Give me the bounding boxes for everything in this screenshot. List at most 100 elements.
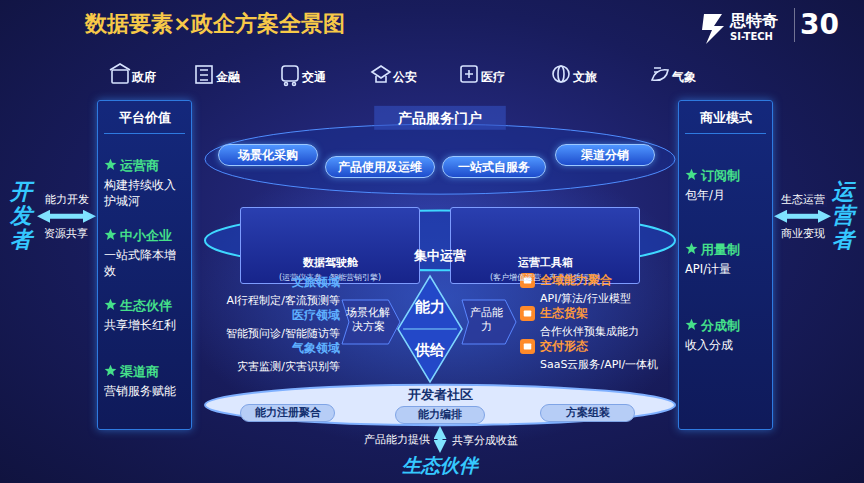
node-heading: 分成制 [685,317,768,335]
node-heading: 运营工具箱 [451,211,639,270]
node-heading: 场景化采购 [219,145,317,165]
node-heading: 交付形态 [520,338,675,355]
item-node: 分成制收入分成 [685,317,768,354]
sector-label: 公安 [393,69,417,86]
arrowR-node: 场景化解决方案 [342,300,400,344]
node-body: 构建持续收入护城河 [104,178,187,209]
portal-node: 产品服务门户场景化采购产品使用及运维一站式自服务渠道分销 [205,104,675,196]
spill-node: 能力注册聚合 [240,404,335,422]
node-heading: 运营者 [832,180,854,253]
band-node: 集中运营数据驾驶舱(运营仪表盘、智能营销引擎)运营工具箱(客户增值运营、产品提质… [205,203,675,271]
node-heading: 方案组装 [541,405,634,421]
sector-label: 金融 [216,69,240,86]
star-icon [685,318,698,331]
annotation-label: 思特奇 [730,11,778,32]
node-heading: 订阅制 [685,167,768,185]
node-heading: 能力 [398,298,462,317]
node-body: 营销服务赋能 [104,384,187,400]
node-heading: 全域能力聚合 [520,272,675,289]
sector-icons [110,64,668,86]
node-heading: 产品使用及运维 [326,157,434,177]
annotation-label: 共享分成收益 [452,433,518,448]
sector-label: 医疗 [481,69,505,86]
annotation-label: SI-TECH [730,31,773,42]
node-heading: 能力注册聚合 [241,405,334,421]
sector-label: 交通 [302,69,326,86]
node-heading: 一站式自服务 [443,157,545,177]
item-node: 生态伙伴共享增长红利 [104,297,187,334]
node-heading: 能力编排 [396,407,484,423]
cap-node: 交付形态 SaaS云服务/API/一体机 [520,338,675,372]
node-heading: 开发者社区 [205,384,675,404]
sector-label: 气象 [672,69,696,86]
star-icon [104,158,117,171]
panel-node: 平台价值运营商构建持续收入护城河中小企业一站式降本增效生态伙伴共享增长红利渠道商… [97,100,192,430]
item-node: 渠道商营销服务赋能 [104,363,187,400]
node-body: 包年/月 [685,188,768,204]
cap-node: 生态货架合作伙伴预集成能力 [520,305,675,339]
dom-node: 文旅领域 AI行程制定/客流预测等 [190,274,340,308]
spill-node: 能力编排 [395,406,485,424]
node-heading: 生态伙伴 [390,453,490,479]
node-heading: 文旅领域 [190,274,340,291]
node-heading: 渠道商 [104,363,187,381]
sector-label: 文旅 [573,69,597,86]
page-title: 数据要素×政企方案全景图 [85,9,345,39]
node-body: 收入分成 [685,338,768,354]
node-body: 灾害监测/灾害识别等 [190,359,340,374]
node-heading: 产品能力 [462,300,516,335]
eco-node: 生态伙伴 [390,453,490,479]
node-heading: 开发者 [10,180,32,253]
node-heading: 中小企业 [104,227,187,245]
capability-icon [520,306,535,321]
node-body: AI行程制定/客流预测等 [190,293,340,308]
cap-node: 全域能力聚合 API/算法/行业模型 [520,272,675,306]
node-body: 共享增长红利 [104,318,187,334]
pill-node: 场景化采购 [218,144,318,166]
star-icon [685,168,698,181]
node-heading: 数据驾驶舱 [241,211,419,270]
diamond-node: 能力供给 [398,276,462,382]
node-body: 智能预问诊/智能随访等 [190,326,340,341]
vert-node: 开发者 [10,180,36,253]
item-node: 用量制API/计量 [685,241,768,278]
item-node: 运营商构建持续收入护城河 [104,157,187,209]
pill-node: 一站式自服务 [442,156,546,178]
star-icon [685,242,698,255]
shape-outline [398,276,462,382]
star-icon [104,298,117,311]
star-icon [104,228,117,241]
item-node: 订阅制包年/月 [685,167,768,204]
dom-node: 医疗领域智能预问诊/智能随访等 [190,307,340,341]
double-arrow-connector [50,214,83,219]
node-body: 一站式降本增效 [104,248,187,279]
node-heading: 运营商 [104,157,187,175]
annotation-label: 30 [800,8,839,41]
dbox-node: 运营工具箱(客户增值运营、产品提质运营) [450,207,640,284]
double-arrow-connector [787,214,818,219]
pill-node: 产品使用及运维 [325,156,435,178]
sector-label: 政府 [132,69,156,86]
node-heading: 气象领域 [190,340,340,357]
node-body: API/算法/行业模型 [520,291,675,306]
node-body: SaaS云服务/API/一体机 [520,357,675,372]
node-heading: 用量制 [685,241,768,259]
dom-node: 气象领域灾害监测/灾害识别等 [190,340,340,374]
node-heading: 生态伙伴 [104,297,187,315]
connector-label: 能力开发 [43,192,91,207]
node-heading: 产品服务门户 [205,104,675,128]
community-node: 开发者社区能力注册聚合 能力编排 方案组装 [205,384,675,426]
vert-node: 运营者 [832,180,858,253]
node-heading: 渠道分销 [556,145,654,165]
node-heading: 生态货架 [520,305,675,322]
pill-node: 渠道分销 [555,144,655,166]
capability-icon [520,339,535,354]
item-node: 中小企业一站式降本增效 [104,227,187,279]
double-arrow-connector [438,439,443,440]
node-body: 供给 [398,341,462,360]
dbox-node: 数据驾驶舱(运营仪表盘、智能营销引擎) [240,207,420,284]
center-glow [180,150,700,450]
node-heading: 集中运营 [205,203,675,265]
node-heading: 商业模式 [685,101,766,134]
annotation-label: 商业变现 [781,226,825,241]
